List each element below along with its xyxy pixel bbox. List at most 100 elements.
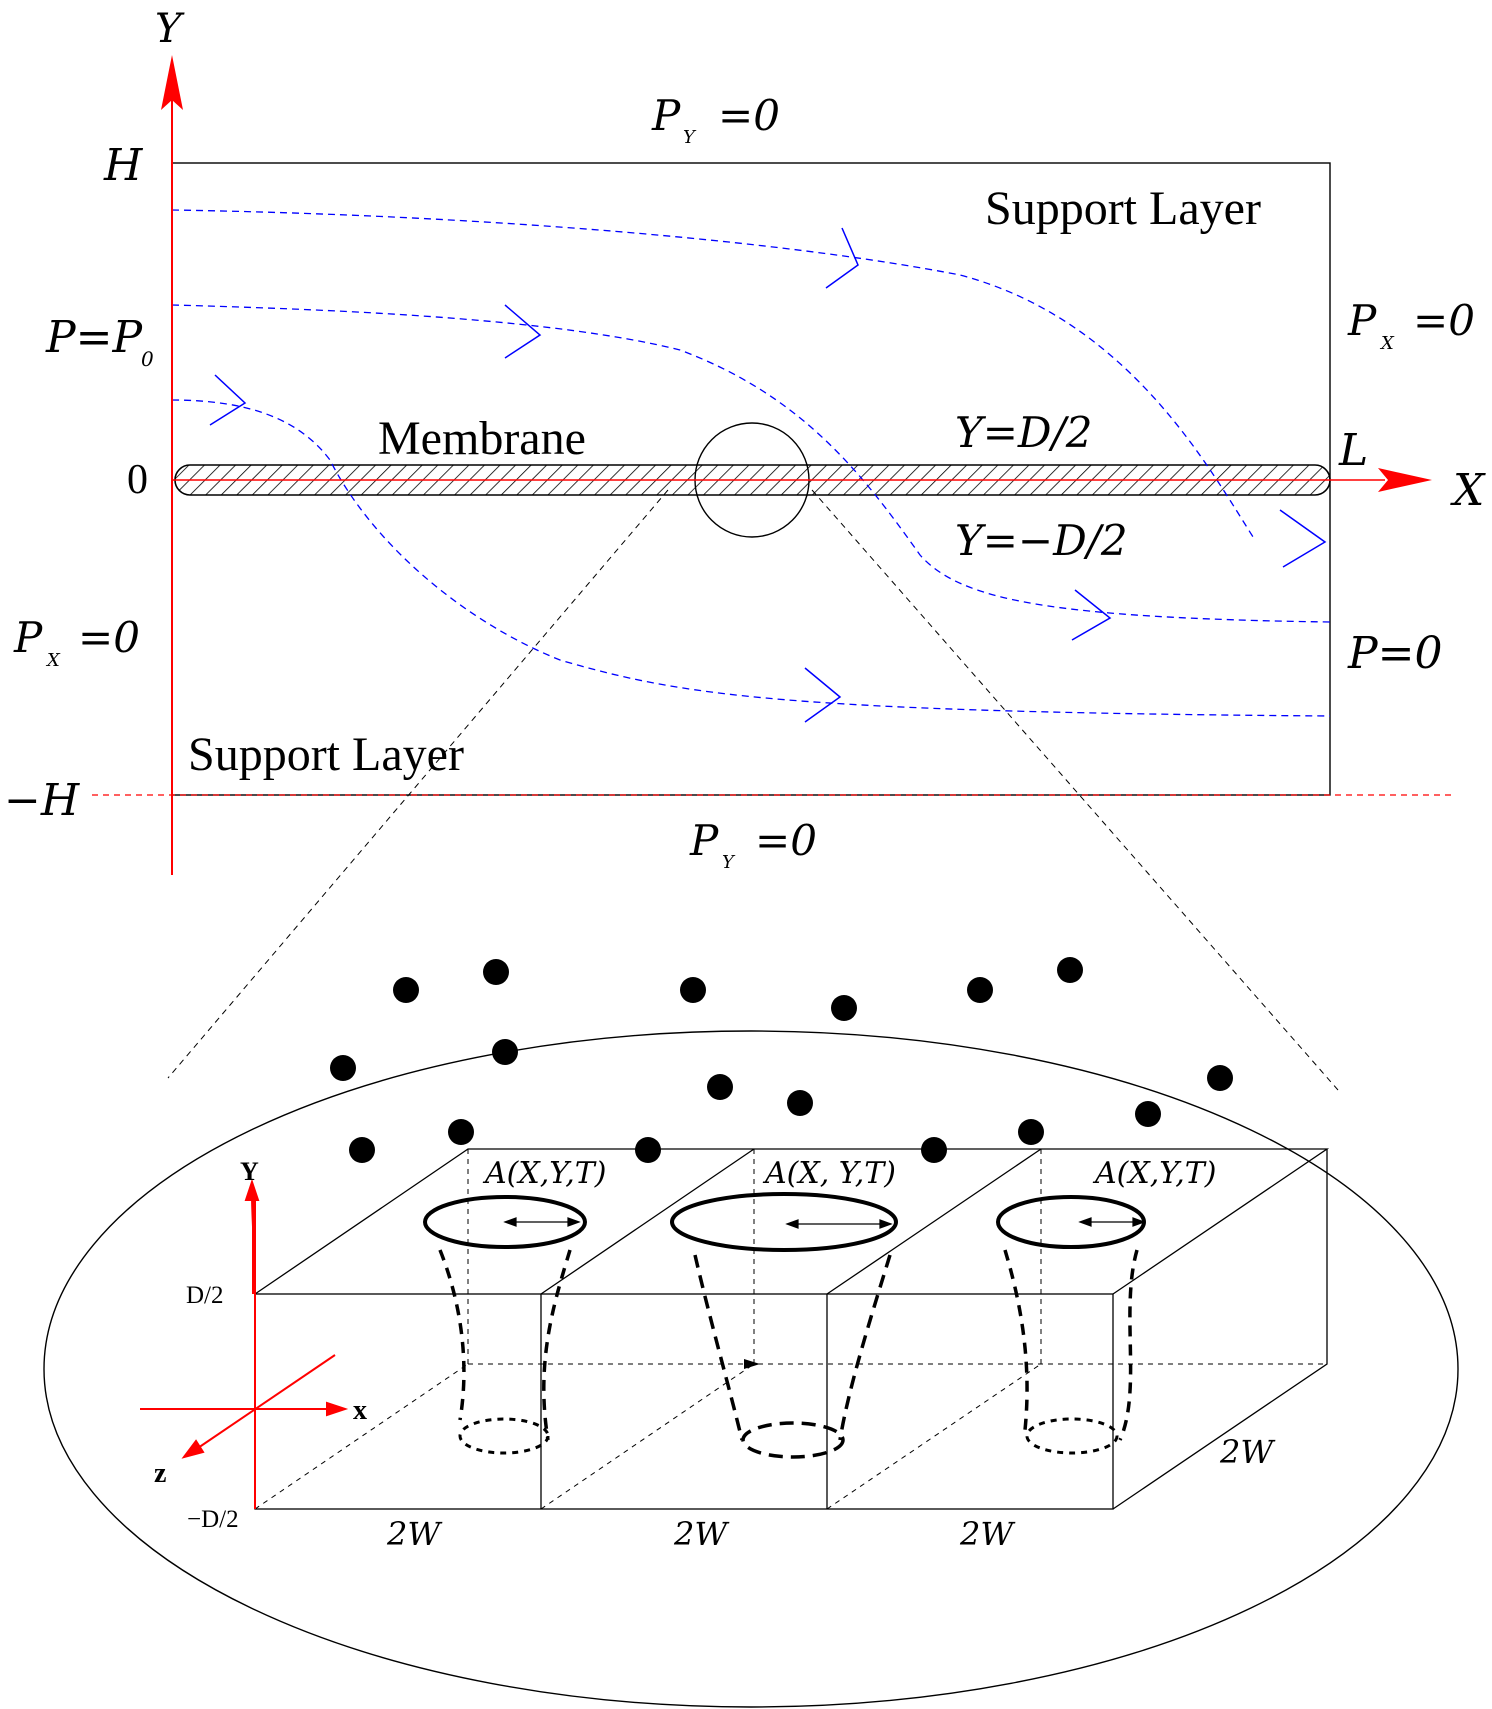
bc-inlet: P=P 0	[45, 312, 154, 371]
radius-arrowhead	[503, 1217, 517, 1227]
inset-y-label: Y	[240, 1157, 259, 1186]
inset-depth: 2W	[1219, 1433, 1276, 1471]
bc-left-eq: =0	[78, 613, 140, 662]
membrane-slab	[254, 1148, 1330, 1510]
particle	[1057, 957, 1083, 983]
inset-ellipse	[43, 1030, 1459, 1708]
bc-right-upper: P X =0	[1347, 296, 1475, 354]
inset-width-2: 2W	[673, 1515, 730, 1553]
bc-bottom: P Y =0	[689, 816, 817, 873]
bc-top-P: P	[651, 91, 681, 140]
bc-inlet-sub: 0	[141, 347, 154, 371]
inset-d-bottom: −D/2	[187, 1506, 239, 1533]
axes	[92, 55, 1455, 875]
pore-2-top	[670, 1192, 898, 1252]
particle	[1018, 1119, 1044, 1145]
radius-arrowhead	[567, 1217, 581, 1227]
particle	[1207, 1065, 1233, 1091]
pore-3-wall-right	[1118, 1249, 1139, 1441]
hidden-arrowhead	[744, 1359, 760, 1369]
slab-hidden-edges	[254, 1149, 1327, 1510]
slab-right-face	[1112, 1149, 1328, 1510]
bc-left-P: P	[13, 613, 43, 662]
streamline-3	[171, 399, 1331, 717]
pore-label-1: A(X,Y,T)	[482, 1156, 606, 1191]
particle	[967, 977, 993, 1003]
bc-top-sub: Y	[683, 127, 697, 148]
y-axis-arrowhead	[161, 55, 183, 110]
pore-label-2: A(X, Y,T)	[762, 1156, 896, 1191]
particle	[330, 1055, 356, 1081]
inset-width-1: 2W	[386, 1515, 443, 1553]
bc-top-eq: =0	[718, 91, 780, 140]
particle	[349, 1137, 375, 1163]
slab-top-divider-2	[826, 1148, 1042, 1295]
x-axis-arrowhead	[1378, 468, 1432, 492]
bc-outlet: P=0	[1347, 628, 1442, 679]
inset-d-top: D/2	[186, 1282, 224, 1309]
streamline-arrows	[209, 227, 1327, 723]
particle	[448, 1119, 474, 1145]
y-axis-label: Y	[155, 6, 185, 52]
streamline-1	[171, 209, 1256, 541]
slab-top-divider-1	[540, 1148, 755, 1295]
membrane-label: Membrane	[378, 412, 586, 465]
pore-2-wall-left	[693, 1254, 744, 1441]
streamlines	[171, 209, 1331, 717]
pore-label-3: A(X,Y,T)	[1092, 1156, 1216, 1191]
pore-1-top	[423, 1195, 587, 1249]
zoom-line-right	[811, 489, 1339, 1091]
solute-particles	[330, 957, 1233, 1163]
streamline-2	[171, 304, 1331, 623]
particle	[831, 995, 857, 1021]
tick-minus-H: −H	[4, 775, 81, 826]
bc-bottom-eq: =0	[755, 816, 817, 865]
flow-arrow	[504, 304, 542, 359]
inset-z-axis	[194, 1354, 336, 1451]
bc-left-sub: X	[45, 650, 61, 671]
hidden-depth-1	[254, 1363, 469, 1510]
bc-right-upper-eq: =0	[1413, 296, 1475, 345]
membrane-top-eq: Y=D/2	[955, 408, 1092, 457]
flow-arrow	[804, 667, 842, 723]
pore-2-wall-right	[838, 1254, 892, 1441]
bc-right-upper-sub: X	[1379, 333, 1395, 354]
hidden-depth-3	[826, 1363, 1042, 1510]
pore-1-wall-left	[438, 1249, 466, 1421]
radius-arrowhead	[879, 1219, 893, 1229]
pore-3-bottom	[1025, 1417, 1119, 1455]
pore-2-bottom	[741, 1421, 845, 1459]
pores	[423, 1192, 1146, 1459]
pore-1-wall-right	[542, 1249, 572, 1441]
flow-arrow	[1071, 589, 1112, 641]
slab-top-back-edge	[254, 1148, 1330, 1295]
inset-x-arrowhead	[326, 1401, 349, 1417]
pore-radius-arrows	[503, 1217, 1146, 1229]
particle	[1135, 1101, 1161, 1127]
support-layer-bottom-label: Support Layer	[188, 728, 464, 781]
radius-arrowhead	[785, 1219, 799, 1229]
bc-bottom-sub: Y	[722, 852, 736, 873]
hidden-depth-2	[540, 1363, 755, 1510]
flow-arrow	[1279, 509, 1327, 568]
particle	[787, 1090, 813, 1116]
particle	[492, 1039, 518, 1065]
inset-width-3: 2W	[959, 1515, 1016, 1553]
inset-x-label: x	[353, 1395, 367, 1426]
particle	[707, 1074, 733, 1100]
bc-bottom-P: P	[689, 816, 719, 865]
particle	[680, 977, 706, 1003]
particle	[921, 1137, 947, 1163]
particle	[393, 977, 419, 1003]
particle	[635, 1137, 661, 1163]
flow-arrow	[209, 374, 247, 426]
x-axis-label: X	[1450, 465, 1486, 516]
slab-front-face	[254, 1293, 1114, 1510]
inset-z-arrowhead	[181, 1439, 205, 1459]
zoom-line-left	[167, 489, 669, 1079]
inset-axes	[140, 1178, 349, 1509]
particle	[483, 959, 509, 985]
membrane-bottom-eq: Y=−D/2	[955, 516, 1128, 565]
pore-1-bottom	[458, 1417, 550, 1455]
